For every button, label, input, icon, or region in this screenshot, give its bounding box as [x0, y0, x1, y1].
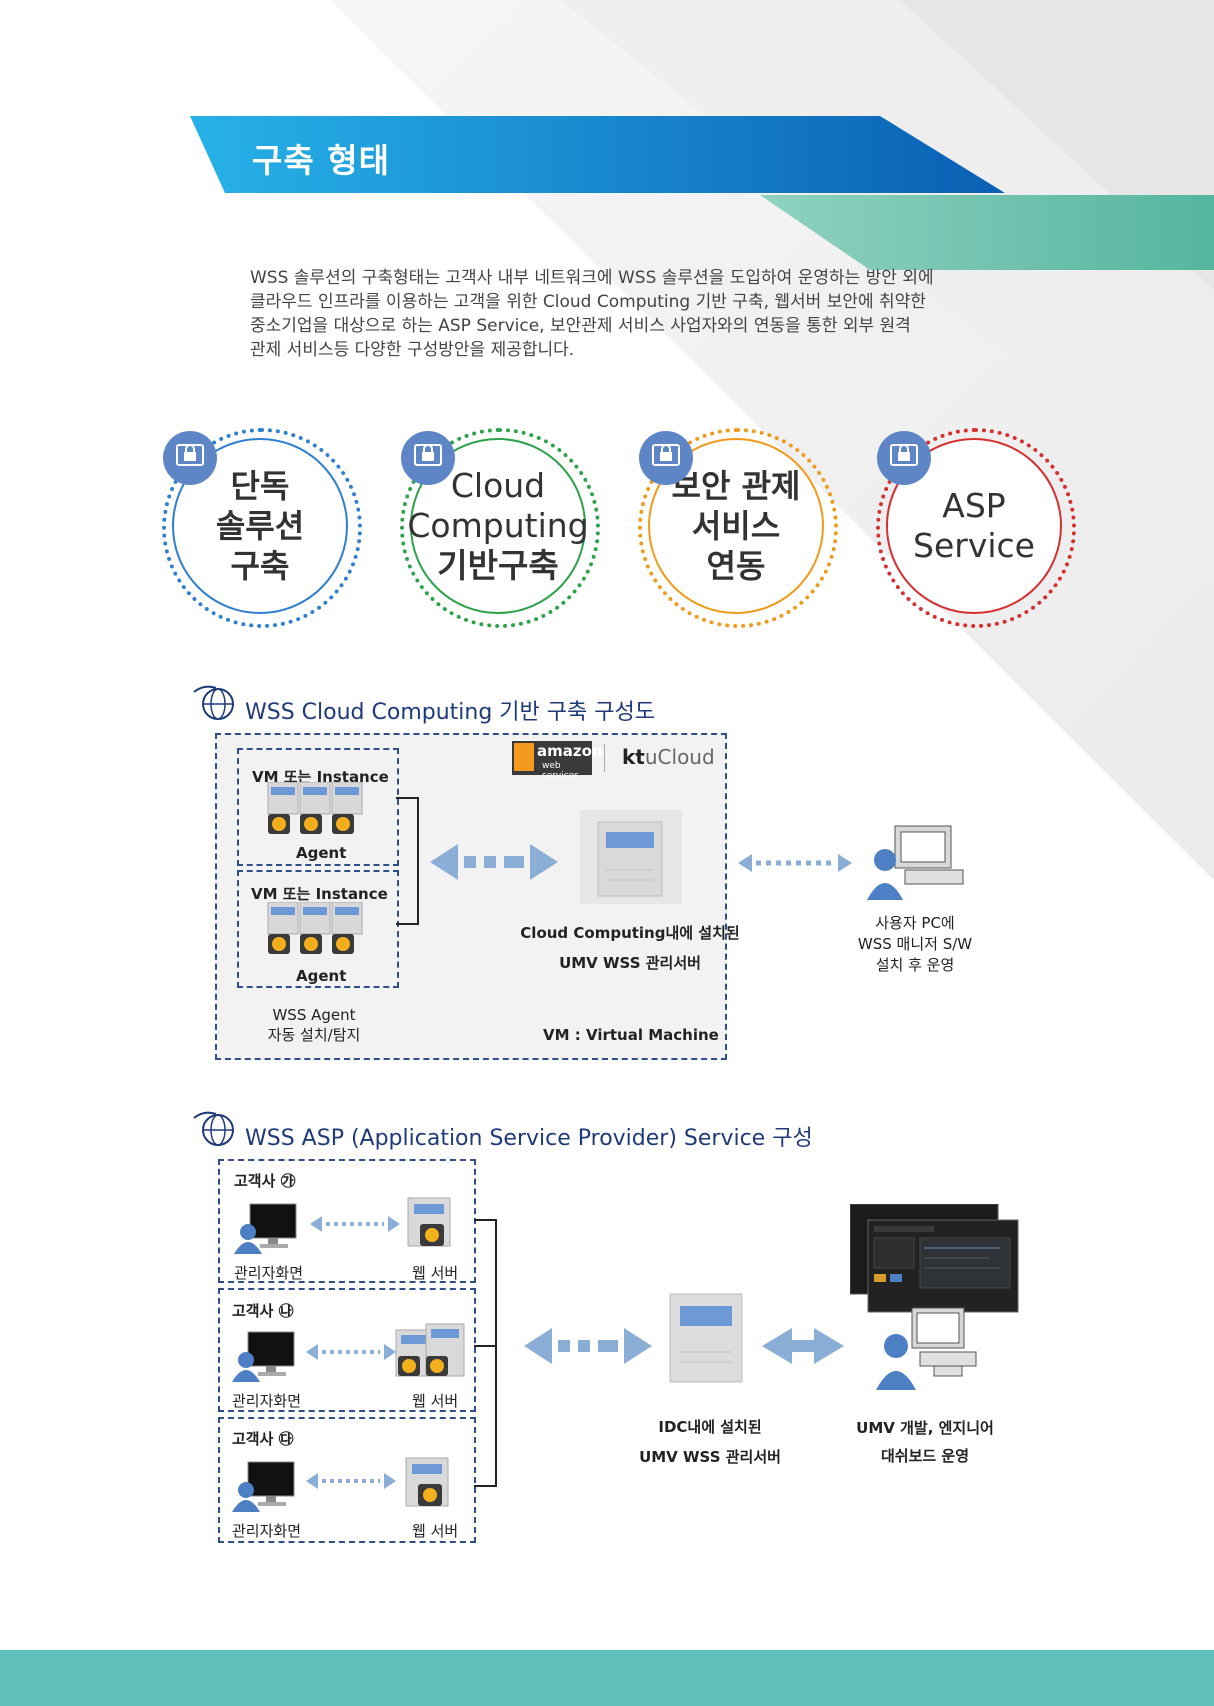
user-caption: 사용자 PC에 WSS 매니저 S/W 설치 후 운영: [820, 912, 1010, 975]
idc-server-icon: [669, 1293, 743, 1383]
type-label-line: 보안 관제: [671, 467, 801, 505]
logo-divider: [604, 744, 605, 772]
aws-cube-icon: [514, 743, 534, 771]
globe-icon: [193, 1111, 234, 1146]
kt-logo-text: kt: [622, 745, 645, 769]
vm-note: VM : Virtual Machine: [543, 1026, 719, 1044]
web-server-icon: [395, 1323, 465, 1377]
lock-icon: [401, 431, 455, 485]
intro-paragraph: WSS 솔루션의 구축형태는 고객사 내부 네트워크에 WSS 솔루션을 도입하…: [250, 266, 970, 362]
agent-label: Agent: [296, 844, 347, 862]
customer-name: 고객사 ㉰: [232, 1430, 294, 1448]
page-title: 구축 형태: [252, 141, 390, 180]
footer-band: [0, 1650, 1214, 1706]
agent-caption: WSS Agent 자동 설치/탐지: [254, 1006, 374, 1045]
dashboard-caption: UMV 개발, 엔지니어 대쉬보드 운영: [820, 1414, 1030, 1470]
type-label-line: Cloud: [450, 466, 546, 505]
type-label-line: 단독: [230, 467, 290, 505]
engineer-pc-icon: [876, 1307, 977, 1390]
admin-label: 관리자화면: [232, 1392, 302, 1410]
dotted-arrow-icon: [738, 854, 852, 872]
dashboard-screens-icon: [850, 1204, 1019, 1313]
admin-screen-icon: [234, 1203, 297, 1254]
idc-server-caption: IDC내에 설치된 UMV WSS 관리서버: [600, 1412, 820, 1472]
aws-logo: amazon web services: [512, 741, 603, 781]
intro-line: 관제 서비스등 다양한 구성방안을 제공합니다.: [250, 340, 575, 360]
type-label-line: 기반구축: [437, 546, 559, 585]
admin-screen-icon: [232, 1461, 295, 1512]
customer-box: [218, 1417, 476, 1543]
user-pc-icon: [867, 825, 964, 900]
kt-ucloud-logo: ktuCloud: [622, 745, 715, 769]
web-server-label: 웹 서버: [412, 1392, 459, 1410]
server-caption: Cloud Computing내에 설치된 UMV WSS 관리서버: [470, 918, 790, 978]
customer-name: 고객사 ㉮: [234, 1172, 296, 1190]
admin-label: 관리자화면: [234, 1264, 304, 1282]
asp-section-title: WSS ASP (Application Service Provider) S…: [245, 1126, 813, 1151]
vm-box: [237, 870, 399, 988]
type-label-line: 구축: [230, 547, 290, 585]
lock-icon: [639, 431, 693, 485]
idc-caption-line: UMV WSS 관리서버: [639, 1448, 781, 1466]
type-circle-asp: ASP Service: [876, 428, 1076, 628]
admin-screen-icon: [232, 1331, 295, 1382]
customer-name: 고객사 ㉯: [232, 1302, 294, 1320]
web-server-icon: [407, 1197, 451, 1247]
type-label-line: 서비스: [691, 507, 781, 545]
web-server-label: 웹 서버: [412, 1264, 459, 1282]
dotted-arrow-icon: [306, 1473, 396, 1489]
vm-box: [237, 748, 399, 866]
ucloud-logo-text: uCloud: [644, 745, 715, 769]
server-caption-line: Cloud Computing내에 설치된: [520, 924, 740, 942]
bracket-connector: [474, 1219, 497, 1487]
admin-label: 관리자화면: [232, 1522, 302, 1540]
lock-icon: [163, 431, 217, 485]
type-label-line: Computing: [407, 506, 589, 545]
idc-caption-line: IDC내에 설치된: [658, 1418, 762, 1436]
lock-icon: [877, 431, 931, 485]
cloud-section-title: WSS Cloud Computing 기반 구축 구성도: [245, 700, 655, 725]
user-caption-line: 사용자 PC에: [875, 914, 955, 932]
user-caption-line: 설치 후 운영: [875, 956, 955, 974]
vm-servers-icon: [267, 902, 363, 954]
aws-logo-text: amazon: [537, 742, 603, 760]
type-label-line: 연동: [706, 547, 766, 585]
type-circle-cloud: Cloud Computing 기반구축: [400, 428, 600, 628]
dotted-arrow-icon: [306, 1344, 396, 1360]
intro-line: 클라우드 인프라를 이용하는 고객을 위한 Cloud Computing 기반…: [250, 292, 926, 312]
intro-line: 중소기업을 대상으로 하는 ASP Service, 보안관제 서비스 사업자와…: [250, 316, 911, 336]
type-circle-security-ops: 보안 관제 서비스 연동: [638, 428, 838, 628]
management-server-icon: [580, 810, 682, 904]
type-label-line: Service: [913, 526, 1035, 565]
globe-icon: [193, 685, 234, 720]
type-label-line: ASP: [942, 486, 1006, 525]
agent-label: Agent: [296, 967, 347, 985]
bidirectional-arrow-icon: [524, 1328, 652, 1364]
bracket-connector: [396, 797, 419, 925]
bidirectional-arrow-icon: [430, 844, 558, 880]
customer-box: [218, 1288, 476, 1412]
server-caption-line: UMV WSS 관리서버: [559, 954, 701, 972]
vm-servers-icon: [267, 782, 363, 834]
web-server-icon: [405, 1457, 449, 1507]
dashboard-caption-line: UMV 개발, 엔지니어: [856, 1419, 994, 1437]
user-caption-line: WSS 매니저 S/W: [857, 935, 973, 953]
vm-label: VM 또는 Instance: [251, 885, 388, 903]
dotted-arrow-icon: [310, 1216, 400, 1232]
agent-caption-line: WSS Agent: [272, 1006, 356, 1024]
dashboard-caption-line: 대쉬보드 운영: [880, 1447, 970, 1465]
intro-line: WSS 솔루션의 구축형태는 고객사 내부 네트워크에 WSS 솔루션을 도입하…: [250, 268, 934, 288]
type-label-line: 솔루션: [215, 507, 305, 545]
aws-logo-subtext: web services: [542, 761, 579, 781]
bidirectional-arrow-icon: [762, 1328, 844, 1364]
web-server-label: 웹 서버: [412, 1522, 459, 1540]
agent-caption-line: 자동 설치/탐지: [267, 1026, 361, 1044]
